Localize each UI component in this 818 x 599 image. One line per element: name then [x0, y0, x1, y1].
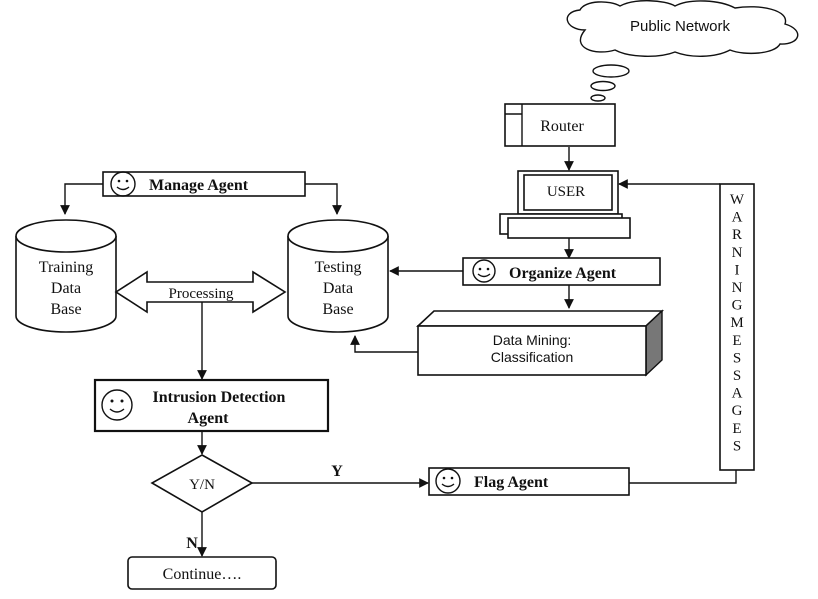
flag-agent-label: Flag Agent — [474, 474, 549, 491]
testing-database: Testing Data Base — [287, 219, 389, 333]
datamining-to-testing-arrow — [350, 335, 418, 353]
testing-db-line-1: Testing — [315, 259, 362, 276]
intrusion-agent-smiley-icon — [101, 389, 133, 421]
manage-agent-label: Manage Agent — [149, 177, 249, 194]
manage-agent-smiley-icon — [110, 171, 136, 197]
router-box: Router — [504, 103, 616, 147]
processing-double-arrow: Processing — [114, 270, 287, 314]
user-computer: USER — [499, 170, 631, 239]
processing-label: Processing — [169, 286, 234, 302]
manage-to-testing-arrow — [305, 183, 342, 215]
warning-letter: G — [732, 298, 743, 314]
warning-letter: N — [732, 280, 743, 296]
warning-letter: A — [732, 386, 743, 402]
warning-letter: E — [732, 333, 741, 349]
organize-agent-smiley-icon — [472, 259, 496, 283]
intrusion-agent-line-1: Intrusion Detection — [153, 389, 286, 406]
training-db-line-2: Data — [51, 280, 81, 297]
warning-letter: S — [733, 368, 741, 384]
user-label: USER — [547, 184, 585, 200]
data-mining-line-1: Data Mining: — [493, 332, 572, 348]
public-network-label: Public Network — [630, 18, 731, 35]
warning-letter: S — [733, 438, 741, 454]
router-label: Router — [540, 118, 584, 135]
organize-agent-label: Organize Agent — [509, 265, 617, 282]
decision-yes-label: Y — [331, 463, 343, 480]
training-db-line-1: Training — [39, 259, 94, 276]
intrusion-detection-agent-box: Intrusion Detection Agent — [93, 378, 330, 433]
continue-label: Continue…. — [163, 566, 242, 583]
warning-letter: W — [730, 192, 745, 208]
cloud-bubble-large — [592, 64, 630, 78]
testing-db-line-3: Base — [322, 301, 353, 318]
warning-letter: R — [732, 227, 742, 243]
intrusion-agent-line-2: Agent — [188, 410, 230, 427]
flag-agent-smiley-icon — [435, 468, 461, 494]
cloud-bubble-medium — [590, 80, 616, 92]
decision-label: Y/N — [189, 477, 215, 493]
manage-to-training-arrow — [60, 183, 103, 215]
warning-letter: A — [732, 210, 743, 226]
decision-no-label: N — [186, 535, 198, 552]
warning-letter: S — [733, 350, 741, 366]
testing-db-line-2: Data — [323, 280, 353, 297]
organize-agent-box: Organize Agent — [462, 257, 661, 286]
cloud-bubble-small — [590, 94, 606, 102]
data-mining-box: Data Mining: Classification — [415, 309, 665, 377]
training-database: Training Data Base — [15, 219, 117, 333]
flag-agent-box: Flag Agent — [428, 467, 630, 496]
training-db-line-3: Base — [50, 301, 81, 318]
continue-box: Continue…. — [127, 556, 277, 590]
public-network-cloud: Public Network — [566, 0, 799, 57]
warning-letter: N — [732, 245, 743, 261]
decision-diamond: Y/N — [150, 454, 254, 513]
data-mining-line-2: Classification — [491, 349, 573, 365]
warning-letter: M — [730, 315, 743, 331]
warning-letter: G — [732, 403, 743, 419]
manage-agent-box: Manage Agent — [102, 171, 306, 197]
warning-letter: E — [732, 421, 741, 437]
flag-to-warnings-line — [629, 470, 737, 484]
warning-letter: I — [735, 262, 740, 278]
